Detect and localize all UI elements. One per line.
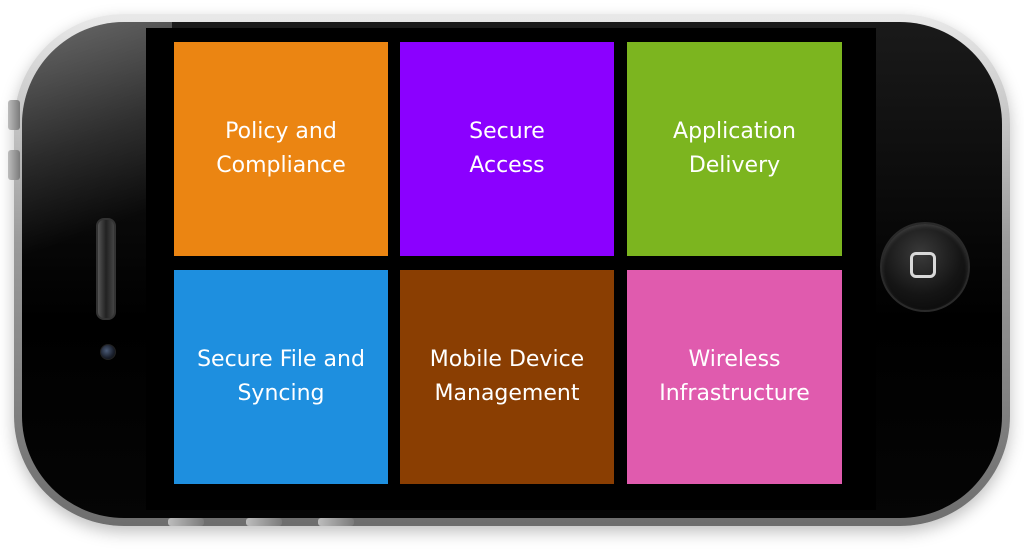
tile-label-line2: Infrastructure	[659, 381, 810, 406]
volume-down-button[interactable]	[8, 150, 20, 180]
tile-secure-access[interactable]: Secure Access	[400, 42, 614, 256]
tile-label-line2: Compliance	[216, 153, 346, 178]
tile-label-line2: Delivery	[688, 153, 781, 178]
tile-label-line1: Wireless	[688, 347, 781, 372]
tile-label: Wireless Infrastructure	[659, 343, 810, 411]
tile-policy-and-compliance[interactable]: Policy and Compliance	[174, 42, 388, 256]
tile-label: Mobile Device Management	[430, 343, 584, 411]
tile-wireless-infrastructure[interactable]: Wireless Infrastructure	[627, 270, 842, 484]
tile-label-line1: Secure	[469, 119, 545, 144]
side-button-1[interactable]	[168, 518, 204, 526]
phone-screen: Policy and Compliance Secure Access Appl…	[146, 28, 876, 510]
side-button-3[interactable]	[318, 518, 354, 526]
tile-label-line1: Application	[673, 119, 796, 144]
front-camera-icon	[100, 344, 116, 360]
tile-secure-file-and-syncing[interactable]: Secure File and Syncing	[174, 270, 388, 484]
tile-application-delivery[interactable]: Application Delivery	[627, 42, 842, 256]
tile-label: Policy and Compliance	[216, 115, 346, 183]
tile-mobile-device-management[interactable]: Mobile Device Management	[400, 270, 614, 484]
tile-label-line1: Secure File and	[197, 347, 365, 372]
home-button-square-icon	[910, 252, 936, 278]
tile-label-line1: Policy and	[225, 119, 337, 144]
volume-up-button[interactable]	[8, 100, 20, 130]
tile-label-line2: Syncing	[237, 381, 325, 406]
speaker-grille-icon	[96, 218, 116, 320]
tile-label: Secure Access	[469, 115, 545, 183]
tile-label: Secure File and Syncing	[197, 343, 365, 411]
tile-label-line1: Mobile Device	[429, 347, 585, 372]
tile-label: Application Delivery	[673, 115, 796, 183]
tile-label-line2: Access	[469, 153, 545, 178]
home-button[interactable]	[880, 222, 970, 312]
tile-label-line2: Management	[434, 381, 580, 406]
side-button-2[interactable]	[246, 518, 282, 526]
